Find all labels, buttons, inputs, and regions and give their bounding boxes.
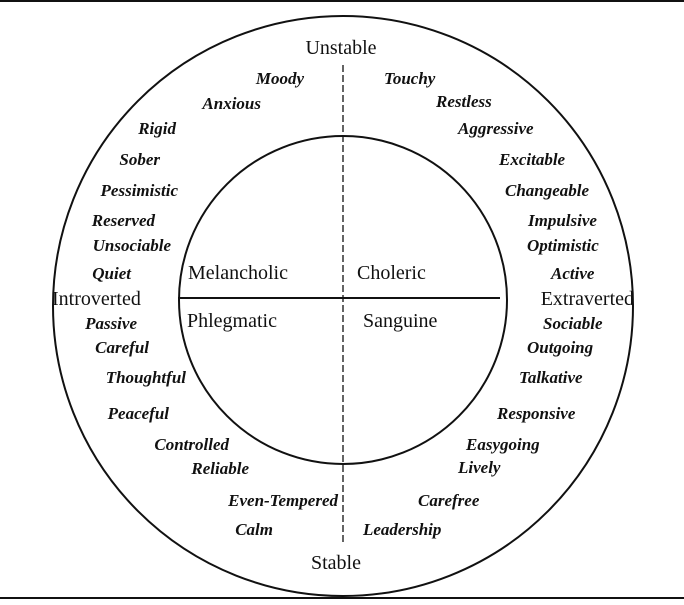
trait-impulsive: Impulsive <box>527 211 597 230</box>
trait-changeable: Changeable <box>505 181 590 200</box>
trait-calm: Calm <box>235 520 273 539</box>
type-label-sanguine: Sanguine <box>363 310 438 332</box>
trait-aggressive: Aggressive <box>457 119 534 138</box>
trait-anxious: Anxious <box>201 94 261 113</box>
trait-touchy: Touchy <box>384 69 436 88</box>
trait-even-tempered: Even-Tempered <box>227 491 338 510</box>
trait-thoughtful: Thoughtful <box>106 368 187 387</box>
trait-controlled: Controlled <box>154 435 229 454</box>
trait-careful: Careful <box>95 338 149 357</box>
trait-outgoing: Outgoing <box>527 338 594 357</box>
trait-quiet: Quiet <box>92 264 132 283</box>
trait-easygoing: Easygoing <box>465 435 540 454</box>
axis-label-unstable: Unstable <box>305 37 376 59</box>
trait-talkative: Talkative <box>519 368 583 387</box>
trait-carefree: Carefree <box>418 491 480 510</box>
trait-passive: Passive <box>84 314 137 333</box>
axis-label-extraverted: Extraverted <box>541 288 634 310</box>
outer-circle <box>52 15 634 597</box>
trait-restless: Restless <box>435 92 492 111</box>
trait-optimistic: Optimistic <box>527 236 599 255</box>
trait-peaceful: Peaceful <box>107 404 170 423</box>
trait-sober: Sober <box>119 150 160 169</box>
type-label-phlegmatic: Phlegmatic <box>187 310 277 332</box>
trait-moody: Moody <box>255 69 305 88</box>
trait-lively: Lively <box>457 458 501 477</box>
type-label-choleric: Choleric <box>357 262 426 284</box>
trait-reserved: Reserved <box>91 211 156 230</box>
trait-active: Active <box>550 264 595 283</box>
trait-reliable: Reliable <box>190 459 249 478</box>
trait-excitable: Excitable <box>498 150 566 169</box>
axis-label-introverted: Introverted <box>52 288 141 310</box>
type-label-melancholic: Melancholic <box>188 262 288 284</box>
trait-rigid: Rigid <box>137 119 176 138</box>
trait-responsive: Responsive <box>496 404 576 423</box>
trait-unsociable: Unsociable <box>93 236 172 255</box>
trait-pessimistic: Pessimistic <box>100 181 179 200</box>
trait-sociable: Sociable <box>543 314 603 333</box>
axis-label-stable: Stable <box>311 552 361 574</box>
trait-leadership: Leadership <box>362 520 441 539</box>
